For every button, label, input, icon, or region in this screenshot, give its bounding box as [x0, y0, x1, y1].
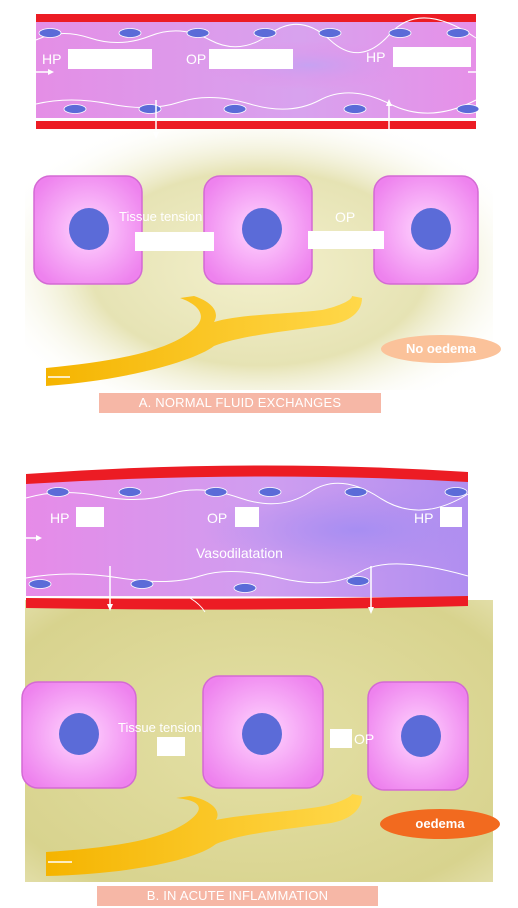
lymphatic-vessel-b	[46, 794, 362, 876]
lymphatic-vessel-a	[46, 296, 362, 386]
tissue-op-label-b: OP	[354, 731, 375, 747]
blood-vessel-a	[35, 14, 477, 129]
tissue-cells-a	[33, 175, 479, 285]
endothelial-nuclei-a	[38, 28, 480, 114]
answer-blank	[393, 47, 471, 67]
answer-blank	[209, 49, 293, 69]
vessel-hp-label-right-b: HP	[414, 510, 434, 526]
answer-blank	[440, 507, 462, 527]
answer-blank	[76, 507, 104, 527]
cell-nucleus	[59, 713, 99, 755]
vessel-hp-label-left-a: HP	[42, 51, 62, 67]
flow-arrows-a	[36, 69, 482, 139]
answer-blank	[330, 729, 352, 748]
cell-nucleus	[242, 713, 282, 755]
answer-blank	[135, 232, 214, 251]
endothelial-nuclei-b	[28, 487, 468, 593]
cell-nucleus	[69, 208, 109, 250]
vessel-hp-label-left-b: HP	[50, 510, 70, 526]
vessel-wall-bottom-b	[26, 596, 468, 610]
no-oedema-badge: No oedema	[381, 335, 501, 363]
answer-blank	[157, 737, 185, 756]
vasodilatation-label: Vasodilatation	[196, 545, 283, 561]
blood-vessel-b	[25, 465, 469, 613]
vessel-wall-top-b	[26, 465, 468, 484]
tissue-cells-b	[21, 675, 469, 791]
oedema-badge: oedema	[380, 809, 500, 839]
tissue-tension-label-b: Tissue tension	[118, 720, 202, 735]
cell-nucleus	[411, 208, 451, 250]
vessel-wall-top-a	[36, 14, 476, 22]
cell-nucleus	[401, 715, 441, 757]
answer-blank	[68, 49, 152, 69]
caption-a: A. NORMAL FLUID EXCHANGES	[99, 393, 381, 413]
vessel-wall-bottom-a	[36, 121, 476, 129]
vessel-hp-label-right-a: HP	[366, 49, 386, 65]
vessel-op-label-b: OP	[207, 510, 228, 526]
caption-b: B. IN ACUTE INFLAMMATION	[97, 886, 378, 906]
vessel-op-label-a: OP	[186, 51, 207, 67]
tissue-op-label-a: OP	[335, 209, 356, 225]
answer-blank	[235, 507, 259, 527]
tissue-tension-label-a: Tissue tension	[119, 209, 203, 224]
cell-nucleus	[242, 208, 282, 250]
answer-blank	[308, 231, 384, 249]
flow-arrows-b	[26, 535, 374, 614]
